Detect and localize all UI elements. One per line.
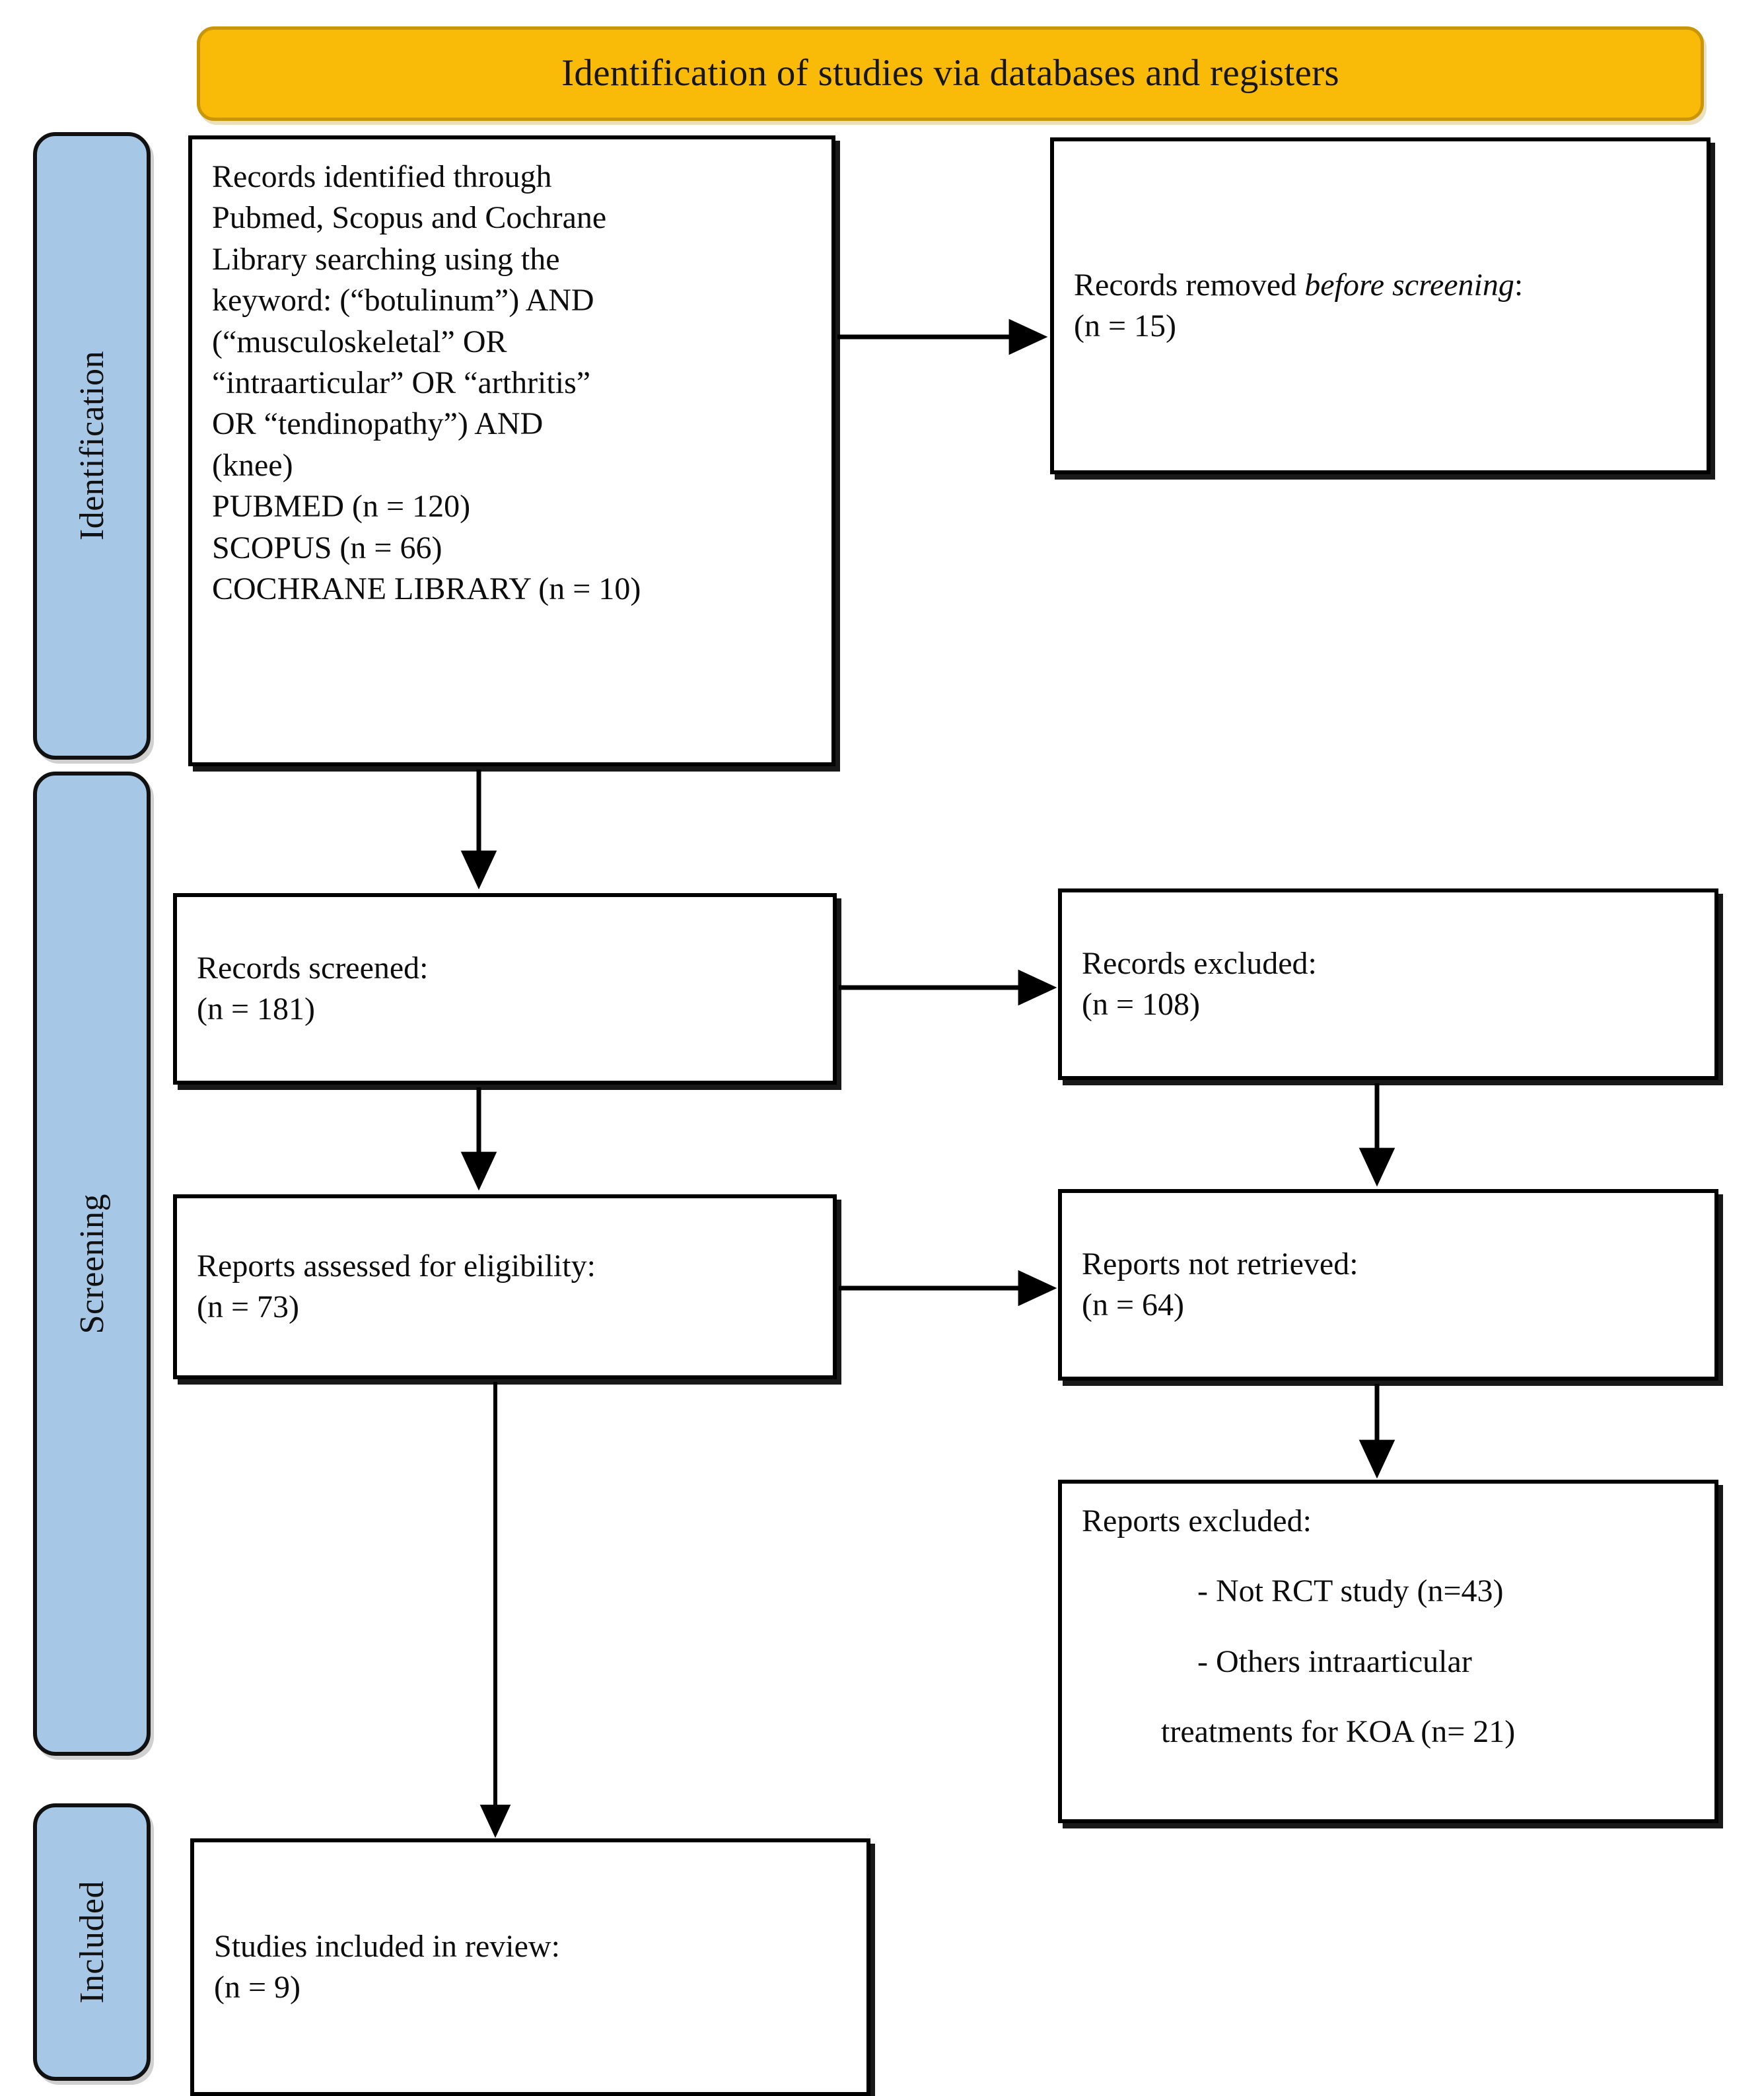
reports-not-retrieved-label: Reports not retrieved: [1082,1246,1358,1282]
records-identified-line-7: OR “tendinopathy”) AND [212,406,544,442]
box-studies-included: Studies included in review: (n = 9) [190,1838,870,2096]
reports-excluded-reason-others: - Others intraarticular [1197,1644,1472,1679]
records-identified-line-1: Records identified through [212,159,552,194]
records-identified-line-2: Pubmed, Scopus and Cochrane [212,200,607,236]
box-records-screened-content: Records screened: (n = 181) [177,897,833,1081]
stage-label-screening: Screening [73,1193,111,1334]
records-excluded-count: (n = 108) [1082,987,1201,1022]
reports-assessed-label: Reports assessed for eligibility: [197,1248,596,1283]
box-records-identified-content: Records identified through Pubmed, Scopu… [192,139,831,627]
reports-excluded-reason-others-cont: treatments for KOA (n= 21) [1161,1714,1516,1750]
reports-excluded-label: Reports excluded: [1082,1503,1312,1538]
stage-label-included: Included [73,1881,111,2004]
box-records-removed-content: Records removed before screening: (n = 1… [1054,141,1707,470]
box-reports-excluded: Reports excluded: - Not RCT study (n=43)… [1058,1480,1718,1823]
reports-assessed-count: (n = 73) [197,1289,300,1324]
banner-title: Identification of studies via databases … [561,52,1339,94]
records-identified-line-3: Library searching using the [212,241,560,277]
stage-bar-screening: Screening [33,772,151,1756]
records-excluded-label: Records excluded: [1082,945,1317,981]
records-screened-label: Records screened: [197,950,429,986]
records-removed-label-emphasis: before screening [1304,267,1514,303]
box-records-removed: Records removed before screening: (n = 1… [1050,137,1711,474]
reports-not-retrieved-count: (n = 64) [1082,1287,1185,1322]
box-records-excluded: Records excluded: (n = 108) [1058,888,1718,1080]
stage-bar-identification: Identification [33,132,151,760]
box-reports-not-retrieved: Reports not retrieved: (n = 64) [1058,1189,1718,1381]
box-records-identified: Records identified through Pubmed, Scopu… [188,135,835,766]
records-removed-count: (n = 15) [1074,308,1177,343]
box-reports-assessed-eligibility: Reports assessed for eligibility: (n = 7… [173,1194,837,1379]
box-reports-not-retrieved-content: Reports not retrieved: (n = 64) [1062,1193,1714,1377]
box-studies-included-content: Studies included in review: (n = 9) [194,1842,866,2092]
records-identified-scopus-count: SCOPUS (n = 66) [212,530,442,565]
records-removed-label-pre: Records removed [1074,267,1305,303]
records-identified-line-8: (knee) [212,447,293,483]
records-removed-label-post: : [1514,267,1524,303]
box-reports-excluded-content: Reports excluded: - Not RCT study (n=43)… [1062,1484,1714,1770]
records-identified-line-4: keyword: (“botulinum”) AND [212,283,594,318]
stage-label-identification: Identification [73,351,111,541]
stage-bar-included: Included [33,1803,151,2081]
box-reports-assessed-content: Reports assessed for eligibility: (n = 7… [177,1198,833,1375]
records-identified-pubmed-count: PUBMED (n = 120) [212,489,471,524]
box-records-excluded-content: Records excluded: (n = 108) [1062,892,1714,1076]
records-screened-count: (n = 181) [197,992,316,1027]
box-records-screened: Records screened: (n = 181) [173,893,837,1085]
records-identified-cochrane-count: COCHRANE LIBRARY (n = 10) [212,571,641,606]
studies-included-label: Studies included in review: [214,1928,560,1964]
reports-excluded-reason-not-rct: - Not RCT study (n=43) [1197,1573,1504,1609]
records-identified-line-5: (“musculoskeletal” OR [212,324,507,359]
identification-banner: Identification of studies via databases … [197,26,1704,121]
studies-included-count: (n = 9) [214,1970,301,2005]
records-identified-line-6: “intraarticular” OR “arthritis” [212,365,591,400]
records-removed-label: Records removed before screening: [1074,265,1687,306]
